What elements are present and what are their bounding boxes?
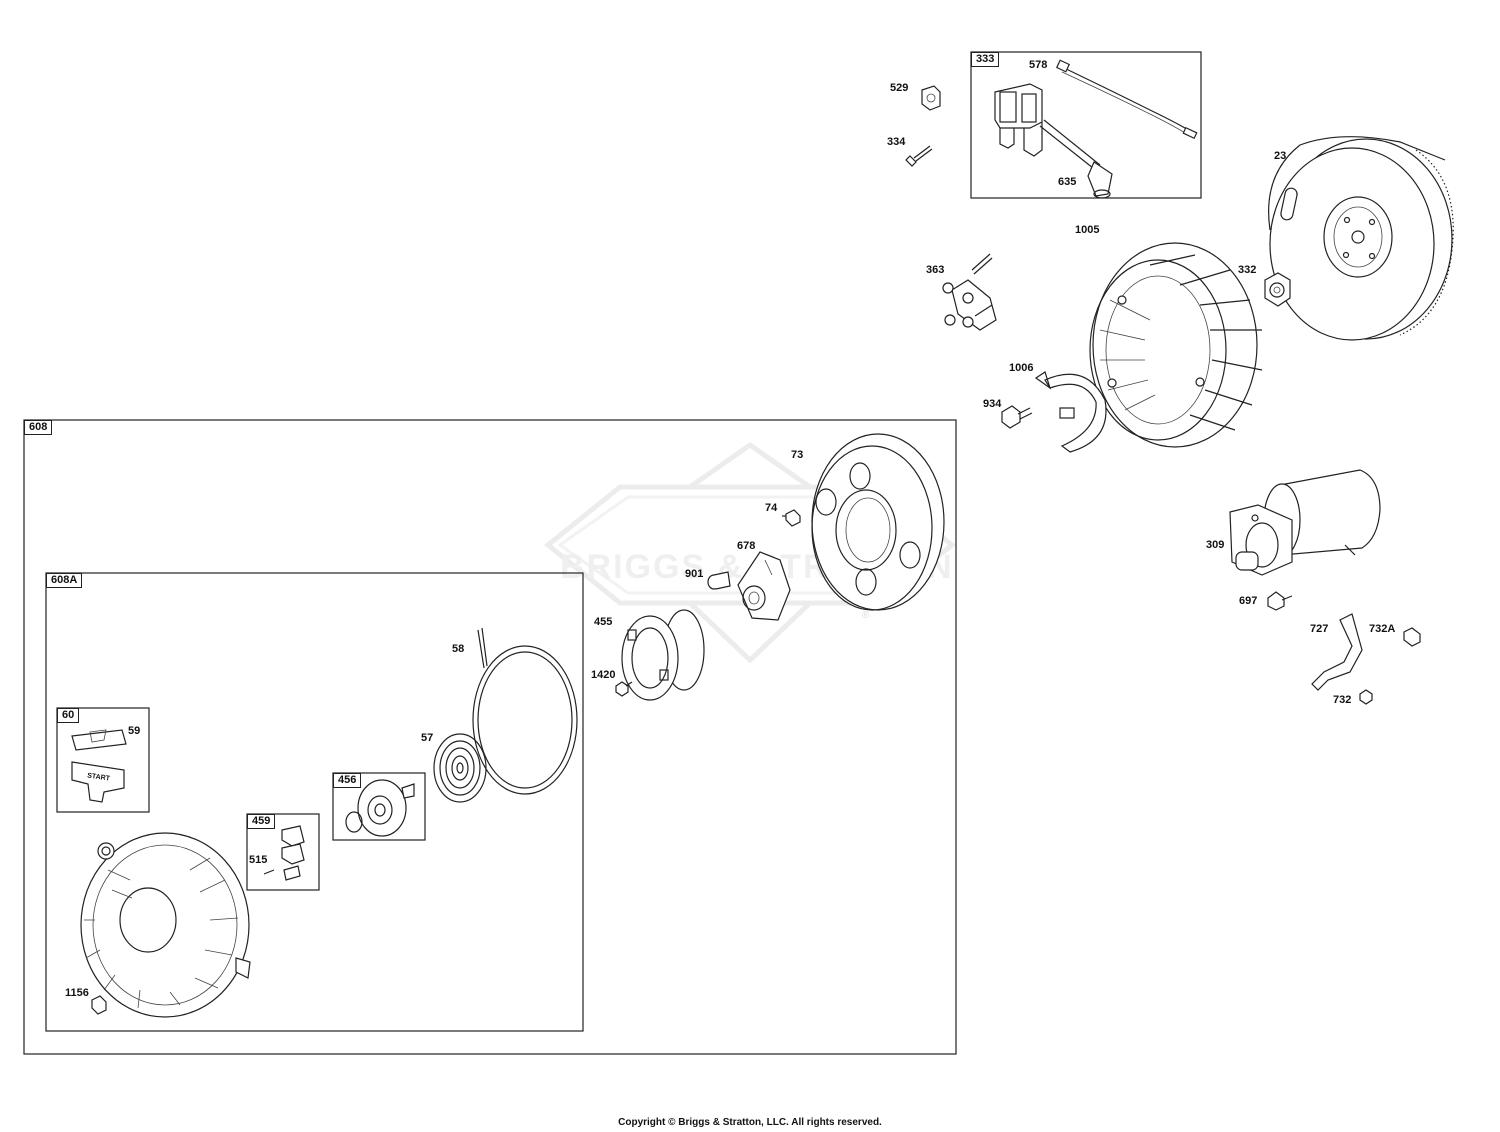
- callout-58[interactable]: 58: [452, 643, 465, 655]
- part-934-bolt: [1001, 405, 1033, 429]
- callout-529[interactable]: 529: [890, 82, 909, 94]
- part-456-pulley: [345, 779, 415, 837]
- box-label-459[interactable]: 459: [247, 814, 276, 829]
- part-60-handle: [71, 729, 127, 803]
- box-456-frame: [332, 772, 426, 841]
- part-732-nut: [1359, 689, 1373, 705]
- callout-697[interactable]: 697: [1239, 595, 1258, 607]
- callout-332[interactable]: 332: [1238, 264, 1257, 276]
- part-1420-screw: [615, 681, 633, 697]
- callout-678[interactable]: 678: [737, 540, 756, 552]
- callout-901[interactable]: 901: [685, 568, 704, 580]
- box-608-frame: [23, 419, 957, 1055]
- part-459-pawls: [263, 825, 305, 881]
- part-332-nut: [1264, 272, 1291, 307]
- callout-59[interactable]: 59: [128, 725, 141, 737]
- part-1156-nut: [91, 995, 107, 1015]
- part-333-armature: [994, 83, 1113, 199]
- part-309-starter: [1229, 469, 1381, 576]
- part-57-spring: [433, 733, 487, 803]
- callout-732[interactable]: 732: [1333, 694, 1352, 706]
- box-label-333[interactable]: 333: [971, 52, 1000, 67]
- box-459-frame: [246, 813, 320, 891]
- part-455-ratchet: [621, 609, 705, 701]
- callout-515[interactable]: 515: [249, 854, 268, 866]
- callout-363[interactable]: 363: [926, 264, 945, 276]
- part-1005-fan: [1089, 242, 1263, 448]
- part-74-screw: [782, 509, 801, 527]
- part-608-housing: [80, 832, 251, 1018]
- callout-1005[interactable]: 1005: [1075, 224, 1100, 236]
- box-608A-frame: [45, 572, 584, 1032]
- part-697-bolt: [1267, 591, 1293, 611]
- callout-727[interactable]: 727: [1310, 623, 1329, 635]
- box-label-60[interactable]: 60: [57, 708, 80, 723]
- part-578-wire: [1055, 59, 1198, 140]
- box-60-frame: [56, 707, 150, 813]
- callout-934[interactable]: 934: [983, 398, 1002, 410]
- box-label-608A[interactable]: 608A: [46, 573, 83, 588]
- part-678-hub: [737, 551, 791, 621]
- part-58-rope: [472, 627, 578, 795]
- callout-1006[interactable]: 1006: [1009, 362, 1034, 374]
- callout-732A[interactable]: 732A: [1369, 623, 1396, 635]
- watermark-registered: ®: [862, 610, 870, 621]
- callout-1420[interactable]: 1420: [591, 669, 616, 681]
- callout-309[interactable]: 309: [1206, 539, 1225, 551]
- part-727-bracket: [1311, 613, 1363, 691]
- part-334-screw: [905, 145, 933, 167]
- part-1006-screen: [1034, 371, 1107, 453]
- callout-1156[interactable]: 1156: [65, 987, 89, 999]
- copyright-footer: Copyright © Briggs & Stratton, LLC. All …: [618, 1117, 882, 1128]
- box-333-frame: [970, 51, 1202, 199]
- callout-57[interactable]: 57: [421, 732, 434, 744]
- box-label-456[interactable]: 456: [333, 773, 362, 788]
- callout-73[interactable]: 73: [791, 449, 804, 461]
- part-73-cup: [811, 433, 945, 611]
- part-901-bolt: [707, 571, 731, 590]
- callout-635[interactable]: 635: [1058, 176, 1077, 188]
- callout-23[interactable]: 23: [1274, 150, 1287, 162]
- part-363-bracket: [942, 253, 997, 331]
- part-732A-bolt: [1403, 627, 1421, 647]
- callout-334[interactable]: 334: [887, 136, 906, 148]
- callout-455[interactable]: 455: [594, 616, 613, 628]
- callout-74[interactable]: 74: [765, 502, 778, 514]
- part-23-flywheel: [1268, 136, 1454, 341]
- callout-578[interactable]: 578: [1029, 59, 1048, 71]
- part-529-grommet: [921, 85, 941, 111]
- box-label-608[interactable]: 608: [24, 420, 53, 435]
